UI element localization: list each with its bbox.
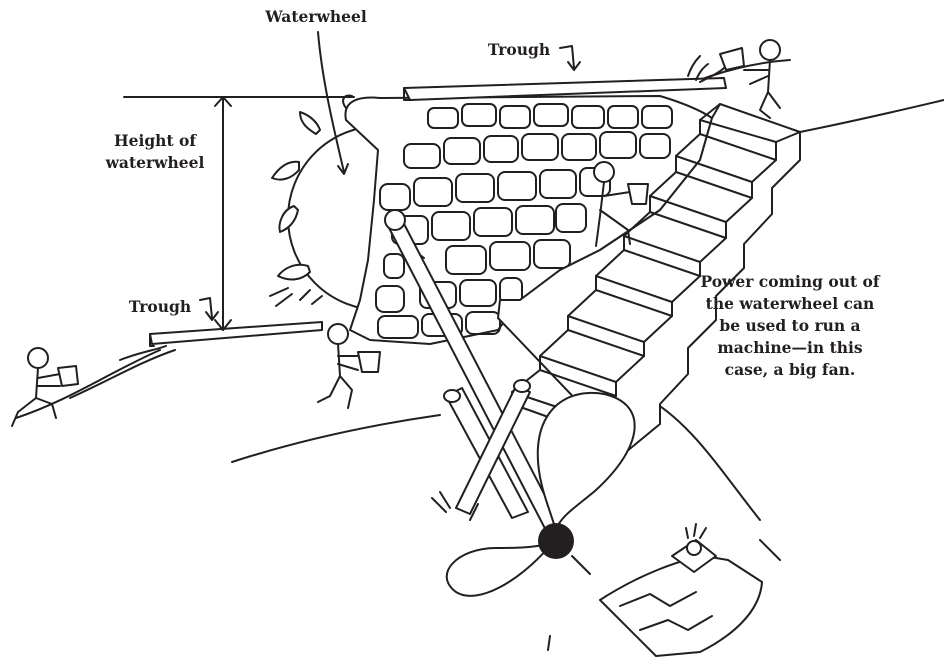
- label-trough-left-text: Trough: [129, 297, 191, 316]
- label-trough-left: Trough: [129, 297, 191, 316]
- label-height-line2: waterwheel: [105, 153, 205, 172]
- stick-figure-left: [12, 348, 78, 426]
- label-power-line1: Power coming out of: [700, 272, 880, 291]
- label-height-line1: Height of: [114, 131, 197, 150]
- label-power-line3: be used to run a: [719, 316, 860, 335]
- label-power-line4: machine—in this: [717, 338, 863, 357]
- label-power-line2: the waterwheel can: [706, 294, 875, 313]
- label-waterwheel-text: Waterwheel: [264, 7, 367, 26]
- label-waterwheel: Waterwheel: [264, 7, 367, 26]
- resting-figure: [600, 524, 762, 656]
- upper-trough: [404, 68, 726, 100]
- label-trough-top: Trough: [488, 40, 550, 59]
- label-height: Height of waterwheel: [105, 131, 205, 172]
- label-power-line5: case, a big fan.: [725, 360, 856, 379]
- label-trough-top-text: Trough: [488, 40, 550, 59]
- label-power: Power coming out of the waterwheel can b…: [700, 272, 880, 379]
